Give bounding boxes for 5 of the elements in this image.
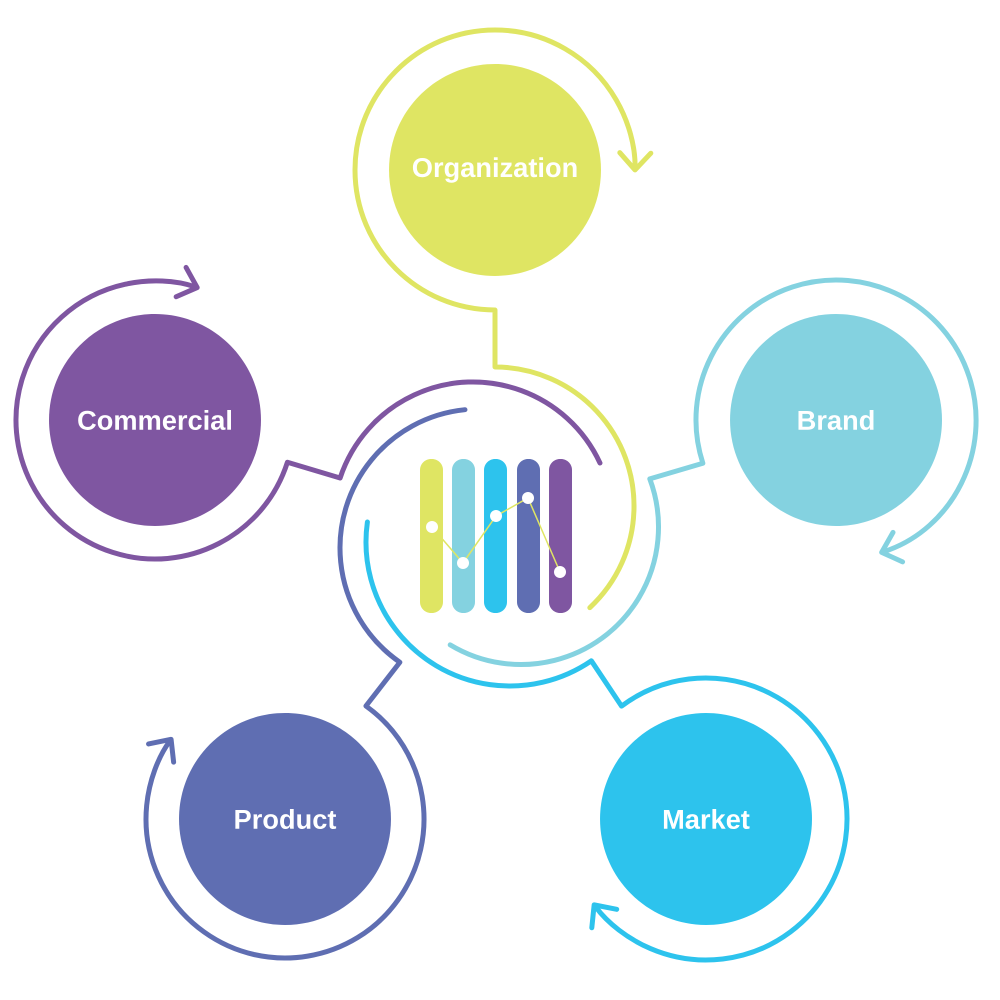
curved-arrow xyxy=(14,264,602,562)
curved-arrow xyxy=(144,407,468,960)
curved-arrow xyxy=(448,278,978,667)
curved-arrow xyxy=(363,519,850,962)
curved-arrow xyxy=(352,27,654,610)
